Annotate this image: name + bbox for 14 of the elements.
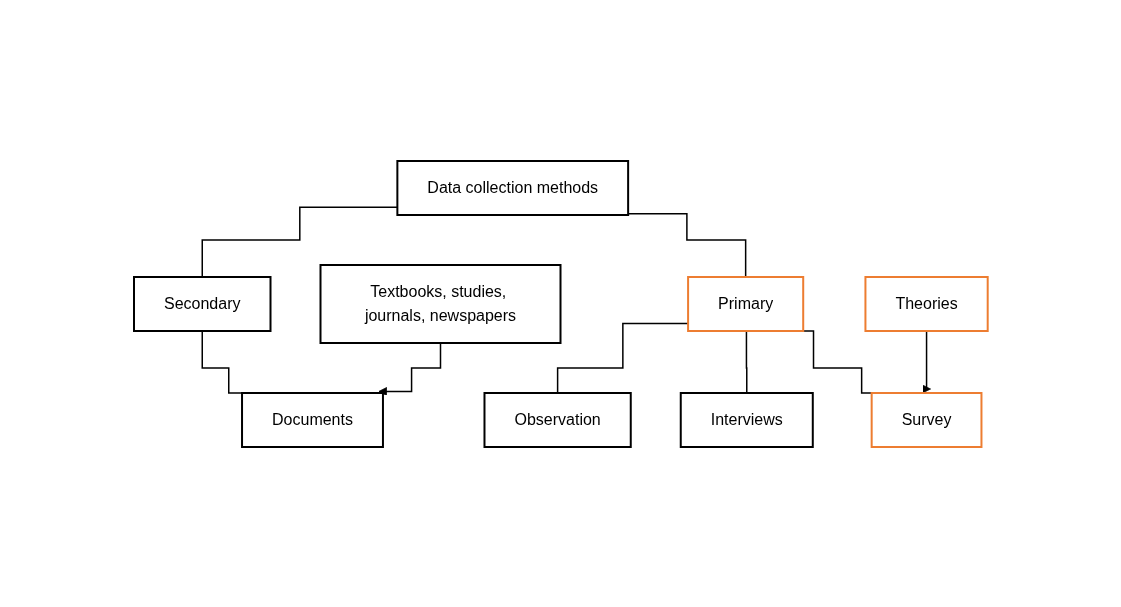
arrow [921,329,931,393]
connector [201,206,398,278]
node-box: Textbooks, studies, journals, newspapers [319,263,562,344]
node-box: Secondary [132,275,272,332]
node-box: Data collection methods [396,159,629,216]
node-box: Observation [483,391,632,448]
node-box: Theories [864,275,989,332]
arrow [377,341,441,396]
node-box: Interviews [679,391,814,448]
connector [745,329,748,394]
connector [627,212,747,278]
node-box: Documents [240,391,384,448]
node-box: Primary [686,275,804,332]
node-box: Survey [870,391,983,448]
